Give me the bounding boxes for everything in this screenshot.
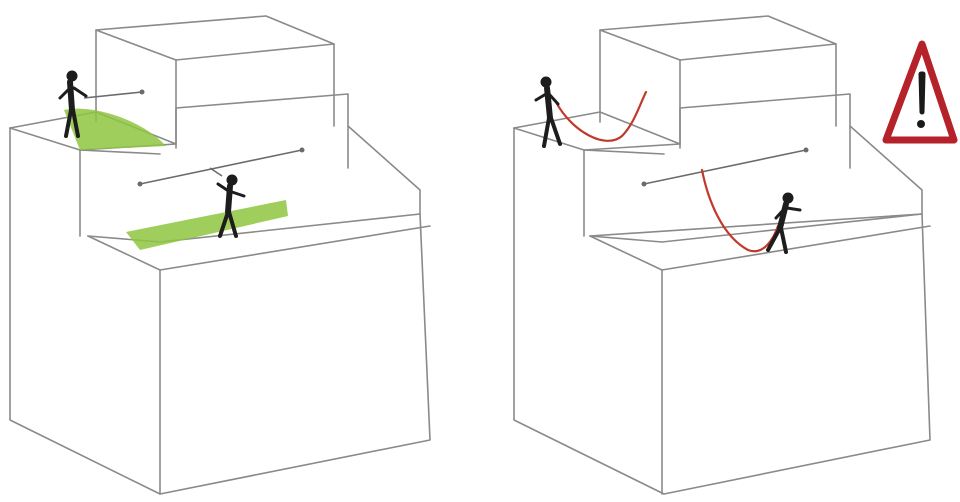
exclamation-triangle-icon xyxy=(882,40,958,144)
fall-arrest-panel xyxy=(513,15,931,495)
restraint-panel xyxy=(9,15,431,495)
worker-icon xyxy=(58,70,88,138)
worker-icon xyxy=(766,192,802,254)
slack-rope-upper xyxy=(554,90,648,142)
top-block xyxy=(513,15,837,149)
lower-block xyxy=(513,127,931,495)
anchor-point xyxy=(803,147,809,153)
anchor-line-lower xyxy=(643,149,807,185)
anchor-point xyxy=(641,181,647,187)
anchor-line-upper xyxy=(83,91,143,99)
worker-icon xyxy=(216,174,246,238)
safe-zone-upper xyxy=(64,108,166,150)
anchor-line-lower xyxy=(139,149,303,185)
top-block xyxy=(9,15,335,149)
ledge-line xyxy=(79,149,161,155)
anchor-point xyxy=(137,181,143,187)
safe-zone-lower xyxy=(126,200,288,250)
lanyard-lower xyxy=(209,167,223,177)
worker-icon xyxy=(534,76,562,148)
anchor-point xyxy=(139,89,145,95)
anchor-point xyxy=(299,147,305,153)
